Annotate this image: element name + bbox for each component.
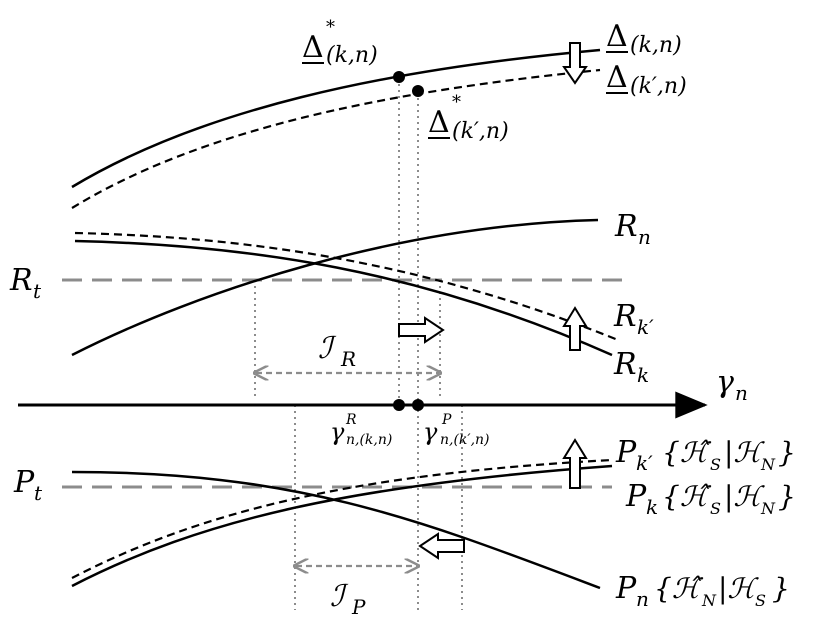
label-delta-star-kn: Δ * (k,n): [302, 17, 378, 68]
svg-text:N: N: [701, 591, 717, 610]
svg-text:P: P: [441, 412, 452, 428]
svg-text:R: R: [9, 263, 33, 298]
label-pn: P n {ℋ̂ N |ℋ S }: [615, 571, 790, 611]
label-delta-kn: Δ (k,n): [606, 19, 682, 58]
label-jp: ℐ P: [330, 579, 366, 619]
svg-text:}: }: [778, 480, 796, 513]
svg-text:k: k: [637, 363, 649, 387]
svg-text:k′: k′: [636, 451, 653, 475]
label-delta-star-kpn: Δ * (k′,n): [428, 92, 509, 144]
svg-text:{ℋ̂: {ℋ̂: [662, 480, 712, 513]
svg-text:N: N: [760, 499, 776, 518]
delta-shift-arrow-icon: [562, 42, 588, 85]
svg-text:R: R: [613, 347, 637, 382]
svg-text:n,(k′,n): n,(k′,n): [440, 432, 490, 448]
delta-star-kpn-point: [412, 85, 424, 97]
svg-text:S: S: [755, 591, 766, 610]
svg-text:P: P: [625, 479, 647, 514]
svg-text:{ℋ̂: {ℋ̂: [654, 572, 704, 605]
pn-curve: [71, 470, 601, 590]
svg-text:P: P: [351, 595, 366, 619]
svg-text:Δ: Δ: [606, 60, 628, 95]
label-pkp: P k′ {ℋ̂ S |ℋ N }: [615, 435, 796, 475]
svg-text:N: N: [760, 455, 776, 474]
svg-text:γ: γ: [330, 418, 345, 446]
svg-text:P: P: [615, 571, 637, 606]
label-jr: ℐ R: [318, 331, 356, 371]
label-pt: P t: [13, 465, 43, 505]
svg-text:k′: k′: [637, 315, 654, 339]
gamma-p-point: [412, 399, 424, 411]
gamma-shift-left-arrow-icon: [418, 532, 465, 560]
svg-text:t: t: [33, 279, 42, 303]
svg-text:k: k: [646, 495, 658, 519]
svg-text:Δ: Δ: [302, 30, 324, 65]
label-rn: R n: [614, 209, 651, 249]
rk-shift-arrow-icon: [562, 306, 588, 351]
svg-text:ℐ: ℐ: [330, 579, 349, 614]
gamma-r-point: [393, 399, 405, 411]
delta-star-kn-point: [393, 71, 405, 83]
svg-text:*: *: [452, 92, 461, 113]
pk-curve: [71, 464, 613, 588]
svg-text:ℐ: ℐ: [318, 331, 337, 366]
rkp-curve: [74, 231, 619, 342]
label-gamma-r: γ R n,(k,n): [330, 412, 392, 448]
svg-text:(k′,n): (k′,n): [452, 119, 509, 144]
svg-text:*: *: [326, 17, 335, 38]
gamma-shift-right-arrow-icon: [398, 316, 445, 344]
svg-text:n: n: [735, 381, 748, 405]
svg-text:R: R: [340, 347, 356, 371]
svg-text:S: S: [710, 455, 721, 474]
pk-shift-arrow-icon: [562, 438, 588, 489]
svg-text:(k′,n): (k′,n): [630, 74, 687, 99]
svg-text:R: R: [345, 412, 357, 428]
label-rkp: R k′: [613, 299, 654, 339]
svg-text:}: }: [778, 436, 796, 469]
svg-text:n: n: [636, 587, 649, 611]
svg-text:(k,n): (k,n): [326, 43, 378, 68]
svg-text:}: }: [772, 572, 790, 605]
svg-text:(k,n): (k,n): [630, 33, 682, 58]
svg-text:γ: γ: [716, 365, 734, 400]
vertical-guides: [254, 78, 463, 610]
svg-text:Δ: Δ: [428, 105, 450, 140]
label-gamma-n: γ n: [716, 365, 748, 405]
label-rk: R k: [613, 347, 649, 387]
label-rt: R t: [9, 263, 42, 303]
label-pk: P k {ℋ̂ S |ℋ N }: [625, 479, 796, 519]
svg-text:S: S: [710, 499, 721, 518]
svg-text:|ℋ: |ℋ: [724, 480, 765, 513]
svg-text:t: t: [34, 481, 43, 505]
svg-text:R: R: [614, 209, 638, 244]
svg-text:γ: γ: [423, 418, 438, 446]
rn-curve: [71, 218, 599, 357]
label-delta-kpn: Δ (k′,n): [606, 60, 687, 99]
svg-text:n: n: [638, 225, 651, 249]
svg-text:Δ: Δ: [606, 19, 628, 54]
rk-curve: [74, 239, 613, 357]
svg-text:P: P: [13, 465, 35, 500]
delta-kpn-curve: [71, 68, 601, 209]
svg-text:P: P: [615, 435, 637, 470]
pkp-curve: [71, 458, 613, 579]
svg-text:R: R: [613, 299, 637, 334]
label-gamma-p: γ P n,(k′,n): [423, 412, 490, 448]
delta-kn-curve: [71, 48, 601, 189]
svg-text:|ℋ: |ℋ: [724, 436, 765, 469]
svg-text:{ℋ̂: {ℋ̂: [662, 436, 712, 469]
svg-text:|ℋ: |ℋ: [718, 572, 759, 605]
svg-text:n,(k,n): n,(k,n): [346, 432, 392, 448]
